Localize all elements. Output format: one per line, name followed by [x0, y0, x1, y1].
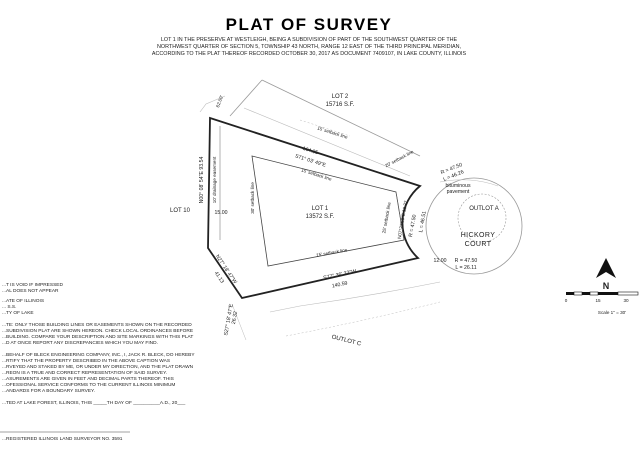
outlot-a-name: OUTLOT A [469, 206, 499, 212]
plat-title: PLAT OF SURVEY [226, 15, 393, 34]
south-length: 140.59 [331, 280, 348, 289]
description-line-2: NORTHWEST QUARTER OF SECTION 5, TOWNSHIP… [157, 44, 461, 50]
note-line: ...TED AT LAKE FOREST, ILLINOIS, THIS __… [2, 400, 186, 406]
lot1-name: LOT 1 [312, 206, 329, 212]
lot2-line-west [229, 79, 263, 117]
lot2-dashed [299, 119, 351, 137]
description-line-1: LOT 1 IN THE PRESERVE AT WESTLEIGH, BEIN… [161, 37, 458, 43]
width-15: 15.00 [215, 210, 228, 216]
outlot-c-line [269, 281, 441, 313]
se-bearing: S27° 18' 47"E [223, 303, 235, 336]
se-length: 26.32 [231, 311, 239, 325]
lot2-area: 15716 S.F. [326, 102, 355, 108]
lot2-name: LOT 2 [332, 94, 349, 100]
scale-tick-0: 0 [565, 298, 568, 303]
north-length: 164.35 [302, 146, 319, 157]
bituminous-label-1: bituminous [445, 183, 470, 189]
north-label: N [603, 281, 610, 291]
west-bearing: N00° 08' 54"E 93.54 [199, 157, 205, 204]
lot1-boundary [207, 116, 422, 300]
note-line: ...OFESSIONAL SERVICE CONFORMS TO THE CU… [2, 382, 175, 388]
note-line: ...AL DOES NOT APPEAR [2, 288, 59, 294]
outlot-c-line-2 [285, 301, 441, 337]
outlot-a-circle [457, 193, 507, 243]
arc-inner-l: L = 46.51 [418, 211, 428, 233]
east-setback: 25' setback line [381, 201, 391, 233]
note-line: ...BUILDING. COMPARE YOUR DESCRIPTION AN… [2, 334, 193, 340]
sw-length: 41.13 [213, 270, 225, 284]
note-line: ...RTIFY THAT THE PROPERTY DESCRIBED IN … [2, 358, 170, 364]
lot2-setback-north [243, 107, 411, 177]
south-parcel-line [231, 303, 247, 341]
setback-ne: 20' setback line [384, 149, 415, 168]
north-bearing: S71° 03' 49"E [294, 153, 327, 169]
scale-label: Scale 1" = 30' [598, 310, 626, 315]
drainage-easement: 10' drainage easement [212, 156, 217, 203]
street-name-1: HICKORY [461, 232, 496, 239]
note-line: ...ASUREMENTS ARE GIVEN IN FEET AND DECI… [2, 376, 174, 382]
pavement-edge [439, 179, 499, 187]
note-line: ...BEHALF OF BLECK ENGINEERING COMPANY, … [2, 352, 195, 358]
width-12: 12.00 [434, 258, 447, 264]
lot2-line-east [261, 79, 421, 157]
setback-north: 15' setback line [317, 125, 349, 139]
lot10-name: LOT 10 [170, 208, 191, 214]
scale-tick-15: 15 [595, 298, 601, 303]
notes-block: ...T IS VOID IF IMPRESSED ...AL DOES NOT… [2, 282, 195, 406]
setback-north-mid: 15' setback line [301, 167, 333, 181]
description-line-3: ACCORDING TO THE PLAT THEREOF RECORDED O… [152, 51, 467, 57]
setback-west: 30' setback line [250, 182, 255, 214]
note-line: ...ATE OF ILLINOIS [2, 298, 44, 304]
cul-de-sac-outer [425, 177, 523, 275]
note-line: ...SUBDIVISION PLAT ARE SHOWN HEREON. CH… [2, 328, 193, 334]
note-line: ...ANDARDS FOR A BOUNDARY SURVEY. [2, 388, 95, 394]
bituminous-label-2: pavement [447, 189, 470, 195]
surveyor-license: ...REGISTERED ILLINOIS LAND SURVEYOR NO.… [2, 436, 123, 442]
note-line: ...REON IS A TRUE AND CORRECT REPRESENTA… [2, 370, 167, 376]
note-line: ...TY OF LAKE [2, 310, 34, 316]
east-bearing: N07°23'58"E 12.32 [397, 200, 409, 240]
note-line: ...D AT ONCE REPORT ANY DISCREPANCIES WH… [2, 340, 158, 346]
note-line: ...T IS VOID IF IMPRESSED [2, 282, 63, 288]
top-left-dim: 62.00' [215, 95, 224, 108]
east-setback-line [395, 191, 405, 241]
lot10-line [199, 95, 226, 113]
scale-tick-30: 30 [623, 298, 629, 303]
north-arrow-icon [596, 258, 616, 278]
note-line: ...TE: ONLY THOSE BUILDING LINES OR EASE… [2, 322, 192, 328]
lot1-setback [251, 155, 405, 267]
street-name-2: COURT [465, 241, 492, 248]
south-bearing: S77° 36' 33"W [323, 269, 357, 282]
arc-low-l: L = 26.11 [455, 265, 476, 271]
lot1-area: 13572 S.F. [306, 214, 335, 220]
note-line: ...RVEYED AND STAKED BY ME, OR UNDER MY … [2, 364, 194, 370]
note-line: ... S.S. [2, 304, 16, 310]
scale-bar [566, 291, 639, 296]
outlot-c-name: OUTLOT C [331, 334, 362, 347]
arc-inner-r: R = 47.50 [408, 214, 418, 237]
setback-south: 15' setback line [316, 247, 348, 257]
arc-low-r: R = 47.50 [455, 258, 478, 264]
